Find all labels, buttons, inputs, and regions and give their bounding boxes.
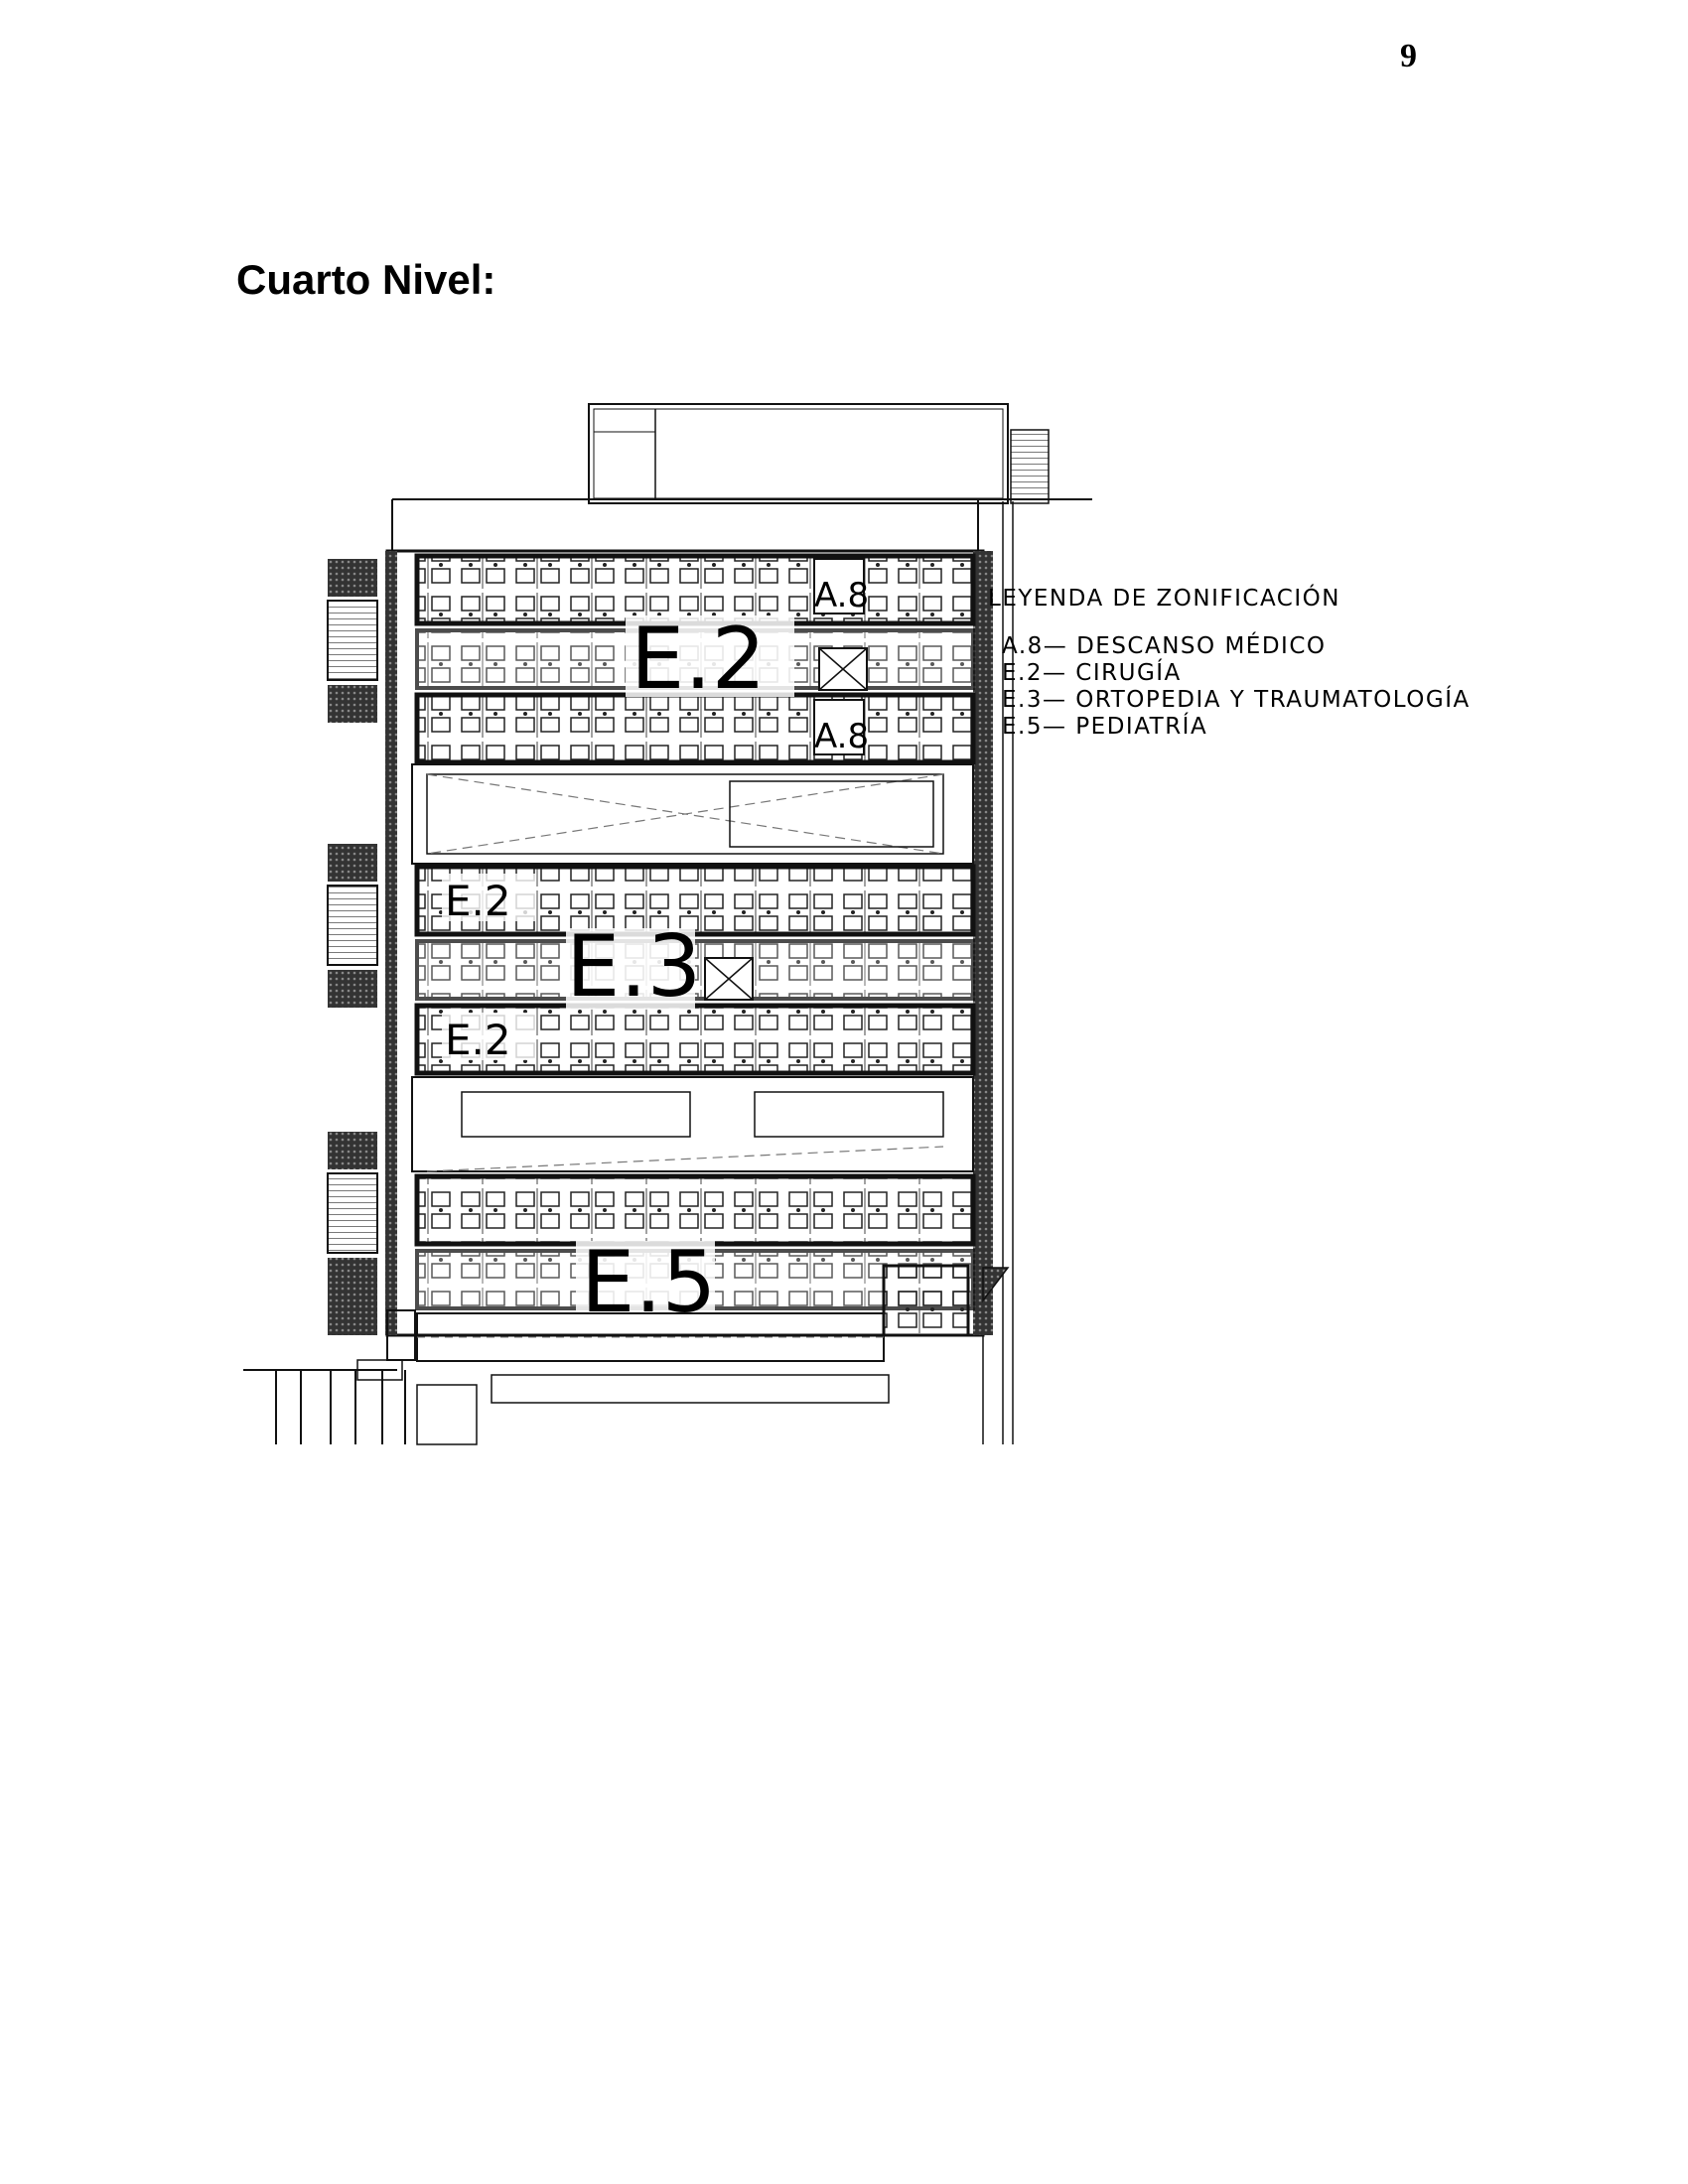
- top-annex: [391, 403, 1092, 551]
- zone-label-e2-bottom: E.2: [445, 1016, 511, 1064]
- zone-label-e3-main: E.3: [566, 917, 701, 1017]
- legend-label: ORTOPEDIA Y TRAUMATOLOGÍA: [1075, 687, 1471, 713]
- legend-title: LEYENDA DE ZONIFICACIÓN: [988, 586, 1340, 612]
- section-title: Cuarto Nivel:: [236, 256, 496, 303]
- legend-item-e3: E.3— ORTOPEDIA Y TRAUMATOLOGÍA: [1002, 687, 1471, 714]
- zone-label-e5-main: E.5: [581, 1233, 716, 1332]
- floor-plan: E.2 A.8 A.8 E.3 E.2 E.2: [238, 392, 1450, 1464]
- legend-item-e5: E.5— PEDIATRÍA: [1002, 714, 1471, 741]
- zoning-legend: LEYENDA DE ZONIFICACIÓN A.8— DESCANSO MÉ…: [988, 586, 1471, 741]
- bottom-corridor: [243, 1309, 890, 1445]
- legend-label: DESCANSO MÉDICO: [1076, 633, 1327, 659]
- zone-label-e2-top: E.2: [445, 877, 511, 925]
- block-3: E.5: [414, 1173, 1010, 1337]
- page-number: 9: [1400, 38, 1417, 74]
- zone-label-e2-main: E.2: [631, 610, 766, 709]
- block-2: E.3 E.2 E.2: [414, 864, 976, 1076]
- legend-code: E.3—: [1002, 687, 1067, 713]
- legend-code: E.5—: [1002, 714, 1067, 740]
- zone-label-a8-top: A.8: [814, 576, 869, 615]
- floor-plan-drawing: E.2 A.8 A.8 E.3 E.2 E.2: [243, 403, 1092, 1445]
- block-1: E.2 A.8 A.8: [414, 553, 976, 765]
- west-stair-cores: [327, 559, 378, 1335]
- legend-item-e2: E.2— CIRUGÍA: [1002, 660, 1471, 687]
- building-outline: [385, 501, 1014, 1444]
- legend-code: A.8—: [1002, 633, 1068, 659]
- legend-list: A.8— DESCANSO MÉDICO E.2— CIRUGÍA E.3— O…: [1002, 633, 1471, 741]
- courtyard-2: [411, 1076, 974, 1172]
- zone-label-a8-bottom: A.8: [814, 717, 869, 756]
- legend-label: CIRUGÍA: [1075, 660, 1182, 686]
- legend-item-a8: A.8— DESCANSO MÉDICO: [1002, 633, 1471, 660]
- legend-code: E.2—: [1002, 660, 1067, 686]
- legend-label: PEDIATRÍA: [1075, 714, 1208, 740]
- courtyard-1: [411, 763, 974, 865]
